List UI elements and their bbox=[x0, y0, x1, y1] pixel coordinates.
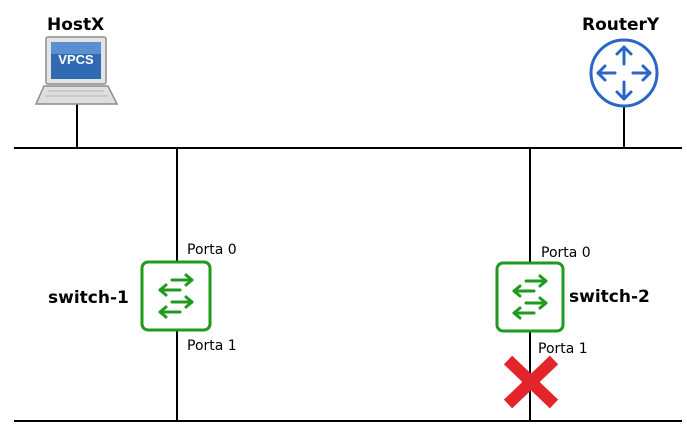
router-icon bbox=[589, 38, 659, 108]
switch1-label: switch-1 bbox=[48, 288, 129, 308]
host-label: HostX bbox=[47, 15, 104, 35]
switch1-port0-label: Porta 0 bbox=[187, 242, 237, 258]
switch2-port0-label: Porta 0 bbox=[541, 245, 591, 261]
router-node[interactable]: RouterY bbox=[582, 15, 660, 108]
vpcs-screen-text: VPCS bbox=[58, 52, 94, 67]
switch1-node[interactable]: Porta 0 switch-1 Porta 1 bbox=[48, 242, 237, 354]
host-node[interactable]: HostX VPCS bbox=[34, 15, 119, 105]
switch1-port1-label: Porta 1 bbox=[187, 338, 237, 354]
switch-icon bbox=[495, 261, 565, 333]
switch2-node[interactable]: Porta 0 switch-2 Porta 1 bbox=[495, 245, 650, 409]
blocked-port-cross-icon bbox=[503, 355, 559, 409]
links bbox=[14, 104, 682, 422]
vpcs-laptop-icon: VPCS bbox=[34, 36, 119, 105]
switch-icon bbox=[140, 260, 212, 332]
router-label: RouterY bbox=[582, 15, 660, 35]
switch2-label: switch-2 bbox=[569, 287, 650, 307]
switch2-port1-label: Porta 1 bbox=[538, 341, 588, 357]
